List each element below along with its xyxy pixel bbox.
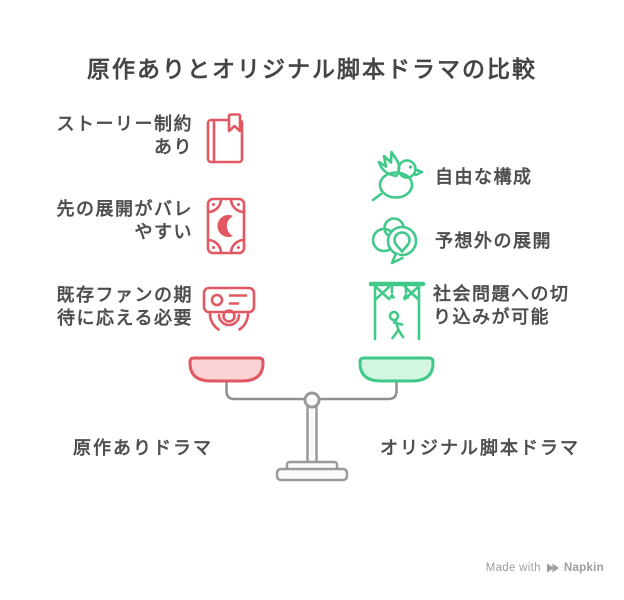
napkin-watermark[interactable]: Made with Napkin [486, 562, 604, 574]
left-item-3-label: 既存ファンの期待に応える必要 [56, 285, 193, 328]
tarot-card-icon [203, 195, 249, 257]
scale-pole [306, 398, 318, 466]
watermark-brand: Napkin [563, 562, 604, 574]
left-scale-label: 原作ありドラマ [73, 438, 213, 458]
page-title: 原作ありとオリジナル脚本ドラマの比較 [87, 56, 537, 82]
left-item-1-label: ストーリー制約あり [56, 114, 193, 157]
right-item-1-label: 自由な構成 [435, 167, 533, 187]
scale-pivot [303, 391, 321, 409]
balance-scale [188, 356, 435, 482]
left-item-2-label: 先の展開がバレやすい [56, 199, 193, 242]
scale-base-lower [275, 467, 349, 482]
watermark-prefix: Made with [485, 562, 541, 574]
bird-icon [367, 149, 425, 205]
stage-icon [368, 278, 426, 344]
speech-bubbles-icon [369, 212, 425, 268]
right-item-3-label: 社会問題への切り込みが可能 [433, 284, 570, 327]
left-scale-pan [188, 356, 265, 383]
right-scale-label: オリジナル脚本ドラマ [380, 438, 580, 458]
right-item-2-label: 予想外の展開 [435, 231, 552, 251]
napkin-logo-icon [546, 563, 559, 573]
book-icon [201, 111, 249, 167]
security-camera-icon [200, 283, 258, 335]
right-scale-pan [358, 356, 435, 383]
